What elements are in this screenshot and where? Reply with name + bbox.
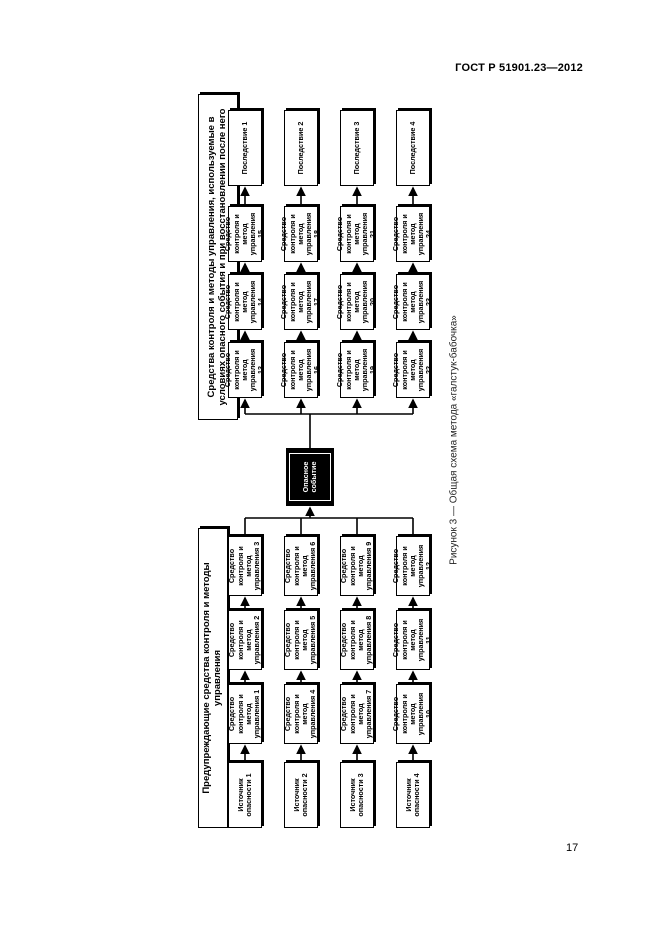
- preventive-control-box: Средство контроля и метод управления 11: [391, 610, 433, 670]
- figure-caption: Рисунок 3 — Общая схема метода «галстук-…: [448, 315, 460, 565]
- preventive-control-box: Средство контроля и метод управления 2: [227, 610, 262, 670]
- preventive-control-box: Средство контроля и метод управления 7: [339, 684, 374, 744]
- recovery-control-box: Средство контроля и метод управления 17: [279, 274, 321, 330]
- central-event-label: Опасное событие: [289, 453, 331, 501]
- consequence-box: Последствие 2: [284, 110, 318, 186]
- preventive-control-box: Средство контроля и метод управления 4: [283, 684, 318, 744]
- preventive-control-box: Средство контроля и метод управления 6: [283, 536, 318, 596]
- recovery-control-box: Средство контроля и метод управления 18: [279, 206, 321, 262]
- consequence-box: Последствие 4: [396, 110, 430, 186]
- preventive-control-box: Средство контроля и метод управления 9: [339, 536, 374, 596]
- consequence-box: Последствие 1: [228, 110, 262, 186]
- hazard-source-box: Источник опасности 1: [228, 762, 262, 828]
- recovery-control-box: Средство контроля и метод управления 23: [391, 274, 433, 330]
- recovery-control-box: Средство контроля и метод управления 21: [335, 206, 377, 262]
- preventive-control-box: Средство контроля и метод управления 3: [227, 536, 262, 596]
- recovery-control-box: Средство контроля и метод управления 20: [335, 274, 377, 330]
- bow-tie-diagram: Предупреждающие средства контроля и мето…: [198, 94, 438, 834]
- recovery-control-box: Средство контроля и метод управления 16: [279, 342, 321, 398]
- hazard-source-box: Источник опасности 3: [340, 762, 374, 828]
- left-title-box: Предупреждающие средства контроля и мето…: [198, 528, 228, 828]
- preventive-control-box: Средство контроля и метод управления 5: [283, 610, 318, 670]
- recovery-control-box: Средство контроля и метод управления 22: [391, 342, 433, 398]
- preventive-control-box: Средство контроля и метод управления 1: [227, 684, 262, 744]
- connector-lines: [240, 186, 418, 762]
- hazard-source-box: Источник опасности 2: [284, 762, 318, 828]
- recovery-control-box: Средство контроля и метод управления 19: [335, 342, 377, 398]
- recovery-control-box: Средство контроля и метод управления 24: [391, 206, 433, 262]
- page-number: 17: [566, 842, 579, 854]
- recovery-control-box: Средство контроля и метод управления 14: [223, 274, 265, 330]
- preventive-control-box: Средство контроля и метод управления 12: [391, 536, 433, 596]
- preventive-control-box: Средство контроля и метод управления 10: [391, 684, 433, 744]
- consequence-box: Последствие 3: [340, 110, 374, 186]
- preventive-control-box: Средство контроля и метод управления 8: [339, 610, 374, 670]
- document-header: ГОСТ Р 51901.23—2012: [455, 62, 583, 74]
- central-event-box: Опасное событие: [286, 448, 334, 506]
- recovery-control-box: Средство контроля и метод управления 15: [223, 206, 265, 262]
- hazard-source-box: Источник опасности 4: [396, 762, 430, 828]
- recovery-control-box: Средство контроля и метод управления 13: [223, 342, 265, 398]
